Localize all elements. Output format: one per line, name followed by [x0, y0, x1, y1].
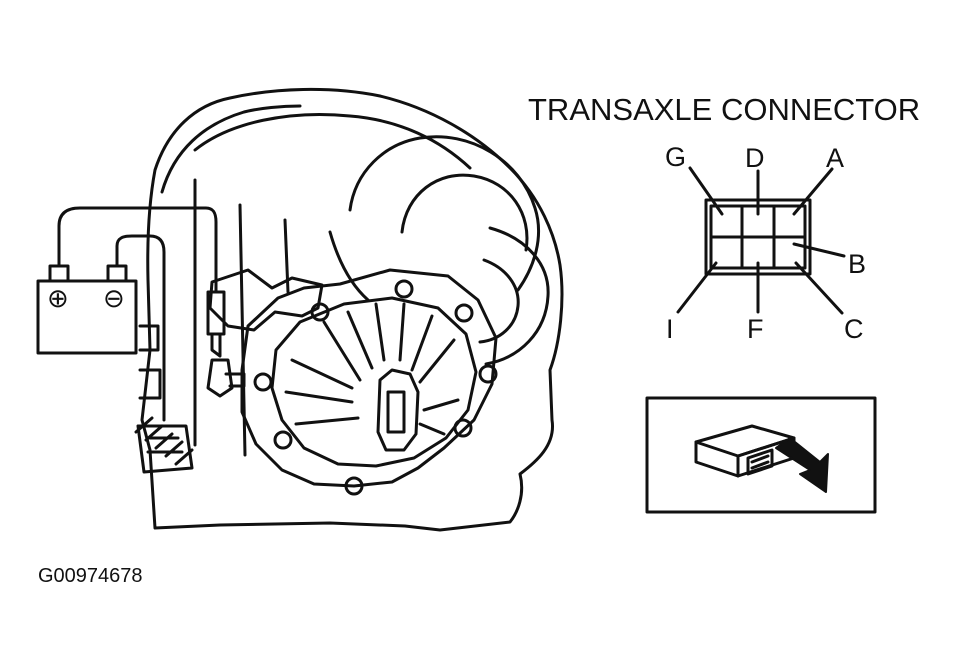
pin-label-a: A	[826, 143, 845, 173]
lower-pan-detail	[146, 436, 184, 454]
leader-line-b	[792, 242, 846, 258]
pin-label-d: D	[745, 143, 765, 173]
wire-harness-clips	[138, 324, 162, 400]
inset-connector-pins	[746, 448, 774, 476]
lower-pan-left	[136, 424, 194, 474]
battery-positive-symbol: ⊕	[47, 283, 69, 313]
connector-inset	[645, 396, 877, 514]
positive-test-lead	[57, 206, 218, 294]
figure-id: G00974678	[38, 565, 143, 587]
pin-label-g: G	[665, 142, 687, 172]
bolt-hole-7	[273, 430, 293, 450]
connector-title: TRANSAXLE CONNECTOR	[528, 92, 921, 127]
cover-spoke-6	[418, 338, 456, 384]
battery-box	[36, 279, 138, 355]
leader-line-g	[688, 166, 724, 216]
bolt-hole-6	[453, 418, 473, 438]
cover-spoke-4	[398, 302, 406, 362]
probe-body	[206, 290, 226, 336]
cover-spoke-11	[418, 422, 446, 436]
case-hatching-left	[134, 416, 194, 466]
bolt-hole-5	[478, 364, 498, 384]
connector-stub-latch	[224, 372, 246, 388]
battery-negative-symbol: ⊖	[103, 283, 125, 313]
negative-terminal-post	[106, 264, 128, 283]
negative-test-lead	[115, 234, 166, 422]
inset-frame	[645, 396, 877, 514]
cover-spoke-5	[410, 314, 434, 372]
inset-connector-front	[694, 440, 740, 478]
inset-connector-top	[694, 424, 796, 458]
cover-spoke-8	[284, 390, 354, 404]
transaxle-outer-case	[140, 87, 564, 532]
connector-stub-body	[206, 358, 234, 398]
probe-tip	[210, 332, 222, 358]
pin-label-c: C	[844, 314, 864, 344]
bolt-hole-1	[253, 372, 273, 392]
bolt-hole-3	[394, 279, 414, 299]
cover-spoke-7	[290, 358, 354, 390]
cover-spoke-10	[422, 398, 460, 412]
side-bulge	[484, 226, 550, 366]
leader-line-c	[794, 261, 844, 315]
upper-dome-inner	[400, 173, 529, 252]
cover-spoke-9	[294, 416, 360, 426]
side-bulge-inner	[478, 258, 520, 344]
shaft-boss	[376, 368, 420, 452]
upper-housing-line	[193, 113, 472, 170]
pin-label-b: B	[848, 249, 867, 279]
connector-pin-diagram	[676, 166, 846, 315]
bolt-hole-2	[310, 302, 330, 322]
cover-spoke-3	[374, 302, 386, 362]
cover-spoke-2	[346, 310, 374, 370]
battery-circuit	[36, 206, 226, 422]
case-rib-4	[328, 230, 370, 302]
bellhousing-edge	[160, 104, 302, 194]
transaxle-illustration	[134, 87, 564, 532]
pin-label-i: I	[666, 314, 674, 344]
bolt-hole-4	[454, 303, 474, 323]
connector-grid-dividers	[709, 204, 807, 270]
cover-spoke-1	[322, 320, 362, 382]
front-cover-plate	[240, 268, 498, 488]
front-cover-inner	[270, 296, 478, 468]
upper-dome	[348, 135, 541, 292]
bolt-hole-8	[344, 476, 364, 496]
pin-label-f: F	[747, 314, 764, 344]
leader-line-i	[676, 261, 718, 314]
shaft-boss-inner	[386, 390, 406, 434]
direction-arrow-icon	[775, 437, 829, 493]
positive-terminal-post	[48, 264, 70, 283]
leader-line-a	[792, 167, 834, 216]
